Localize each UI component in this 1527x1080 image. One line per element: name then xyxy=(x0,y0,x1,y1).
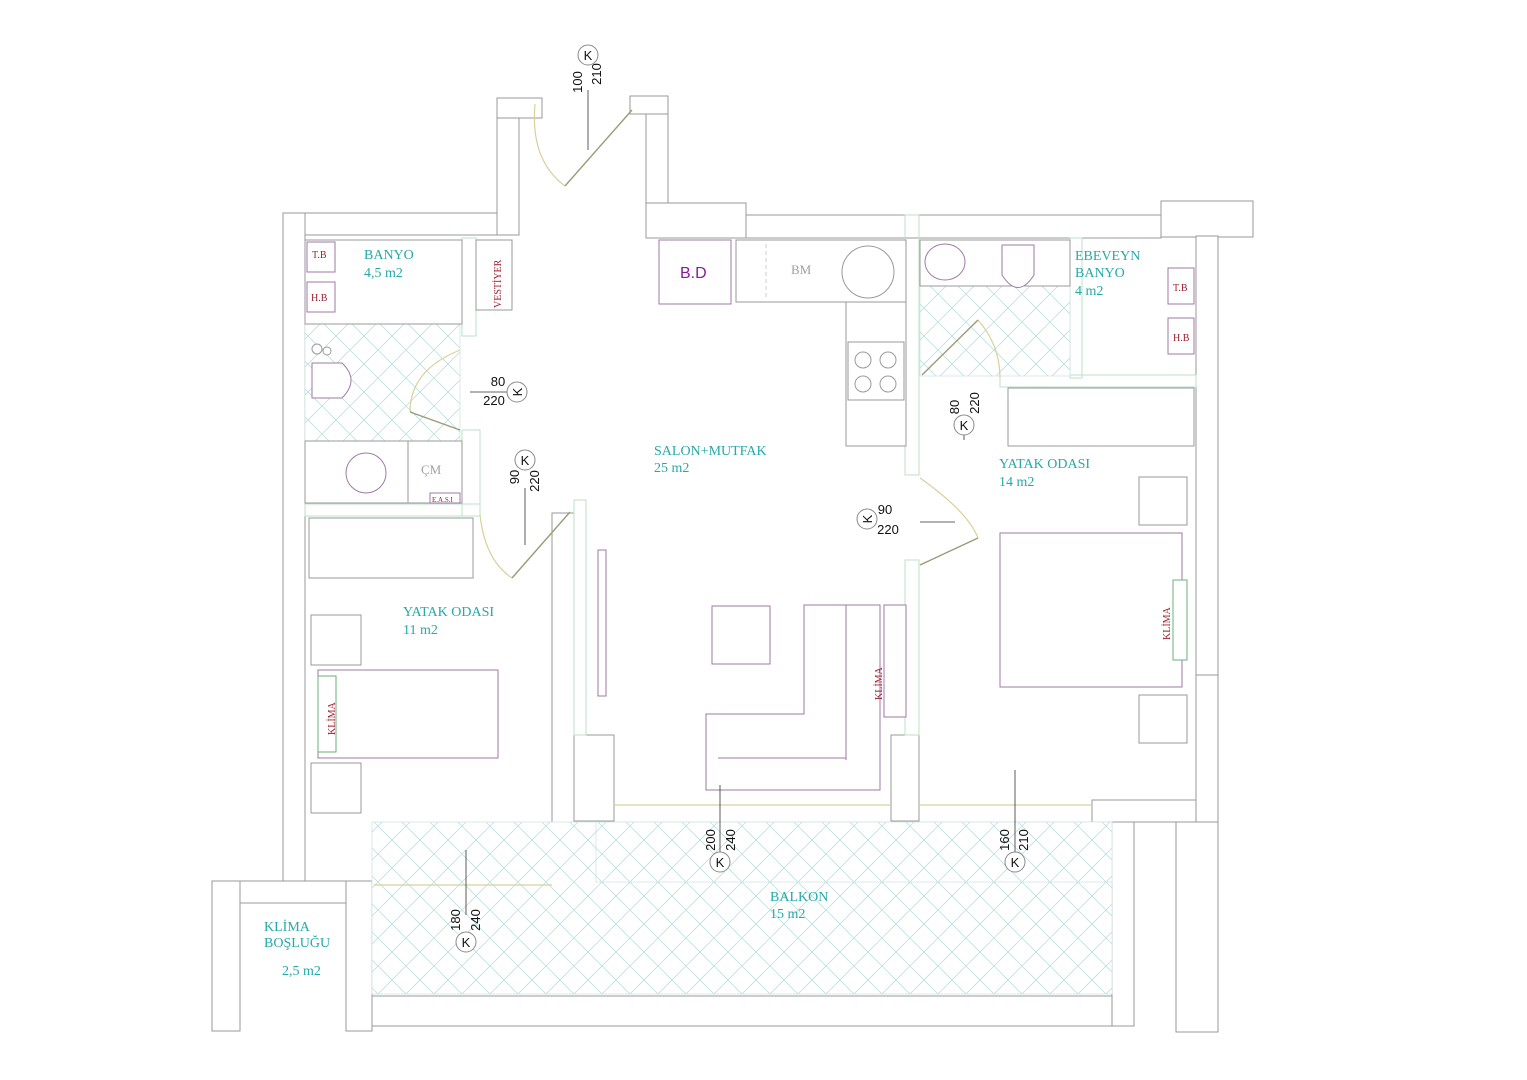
hb-right-tag: H.B xyxy=(1173,333,1190,344)
easi-tag: E.A.S.I xyxy=(432,496,453,504)
opening-k: K xyxy=(462,935,471,950)
banyo-area: 4,5 m2 xyxy=(364,266,403,281)
opening-width: 90 xyxy=(878,502,892,517)
opening-height: 240 xyxy=(723,829,738,851)
opening-width: 100 xyxy=(570,71,585,93)
bm-tag: BM xyxy=(791,262,812,277)
opening-k: K xyxy=(960,418,969,433)
opening-yatak1-balkon: K 180 240 xyxy=(448,909,483,953)
opening-k: K xyxy=(584,48,593,63)
opening-entry: K 100 210 xyxy=(570,44,604,93)
opening-k: K xyxy=(716,855,725,870)
opening-width: 80 xyxy=(947,400,962,414)
opening-k: K xyxy=(860,514,875,523)
opening-height: 240 xyxy=(468,909,483,931)
opening-ebeveyn: K 80 220 xyxy=(947,392,982,436)
bd-tag: B.D xyxy=(680,265,707,282)
bedroom2-furniture xyxy=(999,387,1195,744)
opening-height: 210 xyxy=(589,63,604,85)
klima-bosluk-name2: BOŞLUĞU xyxy=(264,934,330,951)
bathroom-right xyxy=(919,239,1195,355)
opening-width: 200 xyxy=(703,829,718,851)
tb-right-tag: T.B xyxy=(1173,283,1188,294)
klima-center-tag: KLİMA xyxy=(873,666,885,700)
balkon-area: 15 m2 xyxy=(770,907,805,922)
klima-bosluk-area: 2,5 m2 xyxy=(282,964,321,979)
yatak1-name: YATAK ODASI xyxy=(403,605,494,620)
klima-left-tag: KLİMA xyxy=(326,701,338,735)
opening-height: 210 xyxy=(1016,829,1031,851)
klima-right-tag: KLİMA xyxy=(1161,606,1173,640)
opening-width: 180 xyxy=(448,909,463,931)
tiled-floors xyxy=(304,285,1113,995)
opening-height: 220 xyxy=(967,392,982,414)
room-labels: BANYO 4,5 m2 EBEVEYN BANYO 4 m2 SALON+MU… xyxy=(264,248,1140,979)
vestiyer-tag: VESTİYER xyxy=(492,259,504,308)
klima-bosluk-name1: KLİMA xyxy=(264,919,311,935)
opening-k: K xyxy=(1011,855,1020,870)
kitchen xyxy=(658,239,907,447)
salon-area: 25 m2 xyxy=(654,461,689,476)
balkon-name: BALKON xyxy=(770,890,828,905)
bathroom-left xyxy=(304,239,463,504)
opening-banyo: K 80 220 xyxy=(483,374,528,408)
ebeveyn-name1: EBEVEYN xyxy=(1075,249,1140,264)
fixture-tags: T.B H.B T.B H.B VESTİYER ÇM E.A.S.I BM B… xyxy=(311,250,1190,735)
opening-k: K xyxy=(521,453,530,468)
ebeveyn-area: 4 m2 xyxy=(1075,284,1103,299)
opening-width: 80 xyxy=(491,374,505,389)
ebeveyn-name2: BANYO xyxy=(1075,266,1125,281)
opening-k: K xyxy=(510,387,525,396)
yatak2-area: 14 m2 xyxy=(999,475,1034,490)
living-furniture xyxy=(597,549,907,791)
opening-width: 160 xyxy=(997,829,1012,851)
opening-width: 90 xyxy=(507,470,522,484)
opening-height: 220 xyxy=(527,470,542,492)
tb-left-tag: T.B xyxy=(312,250,327,261)
salon-name: SALON+MUTFAK xyxy=(654,444,767,459)
banyo-name: BANYO xyxy=(364,248,414,263)
yatak2-name: YATAK ODASI xyxy=(999,457,1090,472)
doors xyxy=(374,90,1092,915)
hb-left-tag: H.B xyxy=(311,293,328,304)
vestiyer-cabinet xyxy=(475,239,513,311)
opening-salon-balkon: K 200 240 xyxy=(703,829,738,873)
opening-yatak1: K 90 220 xyxy=(507,449,542,492)
bedroom1-furniture xyxy=(308,517,499,814)
yatak1-area: 11 m2 xyxy=(403,623,438,638)
opening-yatak2: K 90 220 xyxy=(856,502,899,537)
opening-height: 220 xyxy=(483,393,505,408)
opening-yatak2-balkon: K 160 210 xyxy=(997,829,1031,873)
cm-tag: ÇM xyxy=(421,462,442,477)
opening-height: 220 xyxy=(877,522,899,537)
